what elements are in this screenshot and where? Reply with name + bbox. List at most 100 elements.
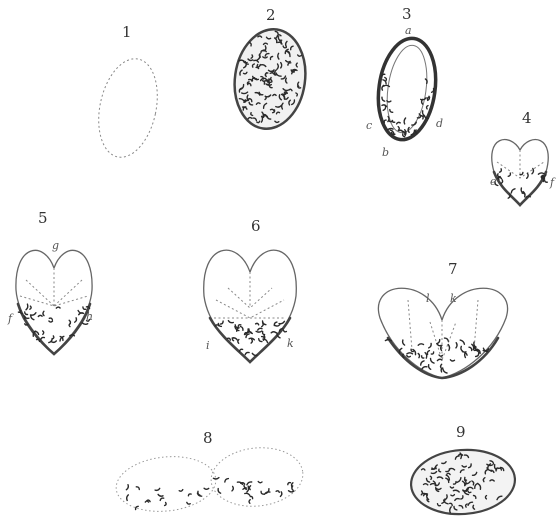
texture-stroke xyxy=(83,307,86,309)
texture-stroke xyxy=(246,329,249,334)
texture-stroke xyxy=(388,117,389,122)
fig-6-number: 6 xyxy=(251,217,261,235)
fig-1-outline xyxy=(90,53,166,162)
texture-stroke xyxy=(425,353,427,359)
texture-stroke xyxy=(179,490,183,492)
texture-stroke xyxy=(427,106,428,109)
texture-stroke xyxy=(204,488,209,489)
texture-stroke xyxy=(288,483,291,485)
fig-6-outline xyxy=(204,250,297,362)
texture-stroke xyxy=(422,367,427,369)
texture-stroke xyxy=(25,312,28,315)
fig-4-letter-f: f xyxy=(549,176,556,189)
texture-stroke xyxy=(198,491,200,495)
texture-stroke xyxy=(26,304,28,310)
fig-6-letter-i: i xyxy=(206,339,210,352)
fig-8-number: 8 xyxy=(203,429,213,447)
fig-8: 8 xyxy=(113,429,305,516)
texture-stroke xyxy=(469,347,472,350)
texture-stroke xyxy=(258,482,262,483)
texture-stroke xyxy=(418,354,419,358)
texture-stroke xyxy=(432,89,434,93)
texture-stroke xyxy=(545,180,548,182)
texture-stroke xyxy=(407,353,413,354)
texture-stroke xyxy=(422,356,424,358)
fig-5-number: 5 xyxy=(38,209,48,227)
texture-stroke xyxy=(275,325,280,326)
texture-stroke xyxy=(37,339,40,341)
texture-stroke xyxy=(437,340,440,344)
texture-stroke xyxy=(30,306,31,309)
texture-stroke xyxy=(127,495,129,501)
texture-stroke xyxy=(521,188,523,194)
texture-stroke xyxy=(145,501,148,502)
texture-stroke xyxy=(158,494,163,496)
fig-6: 6 i k xyxy=(204,217,297,362)
fig-9: 9 xyxy=(409,423,517,518)
texture-stroke xyxy=(429,343,432,348)
texture-stroke xyxy=(538,173,544,174)
texture-stroke xyxy=(397,122,401,124)
fig-3-number: 3 xyxy=(402,5,412,23)
texture-stroke xyxy=(249,500,250,504)
texture-stroke xyxy=(160,498,164,500)
texture-stroke xyxy=(75,318,77,322)
texture-stroke xyxy=(49,321,53,322)
texture-stroke xyxy=(52,341,57,342)
texture-stroke xyxy=(500,169,502,172)
texture-stroke xyxy=(421,98,426,100)
fig-4-number: 4 xyxy=(522,109,532,127)
texture-stroke xyxy=(390,110,393,113)
texture-stroke xyxy=(250,496,252,498)
texture-stroke xyxy=(465,352,466,358)
texture-stroke xyxy=(218,489,221,494)
texture-stroke xyxy=(263,332,265,335)
texture-stroke xyxy=(403,340,405,345)
texture-stroke xyxy=(445,338,449,341)
texture-stroke xyxy=(245,493,250,495)
texture-stroke xyxy=(246,334,249,338)
fig-6-letter-k: k xyxy=(287,337,294,350)
texture-stroke xyxy=(240,349,243,351)
texture-stroke xyxy=(431,359,435,364)
texture-stroke xyxy=(450,360,454,361)
texture-stroke xyxy=(271,332,276,333)
texture-stroke xyxy=(249,486,250,490)
texture-stroke xyxy=(532,169,533,174)
texture-stroke xyxy=(418,344,423,345)
texture-stroke xyxy=(256,323,259,325)
texture-stroke xyxy=(456,343,457,348)
texture-stroke xyxy=(220,321,223,324)
texture-stroke xyxy=(262,323,263,327)
texture-stroke xyxy=(527,173,528,178)
fig-1: 1 xyxy=(90,23,166,163)
texture-stroke xyxy=(38,315,42,316)
texture-stroke xyxy=(136,487,139,490)
texture-stroke xyxy=(498,174,500,177)
texture-stroke xyxy=(43,311,44,315)
texture-stroke xyxy=(448,345,449,351)
texture-stroke xyxy=(392,120,394,122)
texture-stroke xyxy=(155,488,160,490)
fig-6-lines xyxy=(214,272,286,318)
fig-7-lines xyxy=(408,300,478,360)
texture-stroke xyxy=(508,173,510,176)
fig-4-shade xyxy=(494,172,546,205)
fig-3: 3 a c d b xyxy=(366,5,443,159)
texture-stroke xyxy=(437,359,442,360)
texture-stroke xyxy=(225,479,229,482)
texture-stroke xyxy=(251,339,252,343)
texture-stroke xyxy=(256,331,262,332)
fig-3-letter-c: c xyxy=(366,119,372,132)
fig-5-letter-f: f xyxy=(7,312,14,325)
texture-stroke xyxy=(69,324,70,327)
texture-stroke xyxy=(78,311,83,314)
fig-7-number: 7 xyxy=(448,260,458,278)
texture-stroke xyxy=(228,321,233,323)
texture-stroke xyxy=(441,364,442,368)
texture-stroke xyxy=(49,318,52,320)
texture-stroke xyxy=(382,97,385,101)
texture-stroke xyxy=(279,321,284,323)
texture-stroke xyxy=(382,105,387,107)
